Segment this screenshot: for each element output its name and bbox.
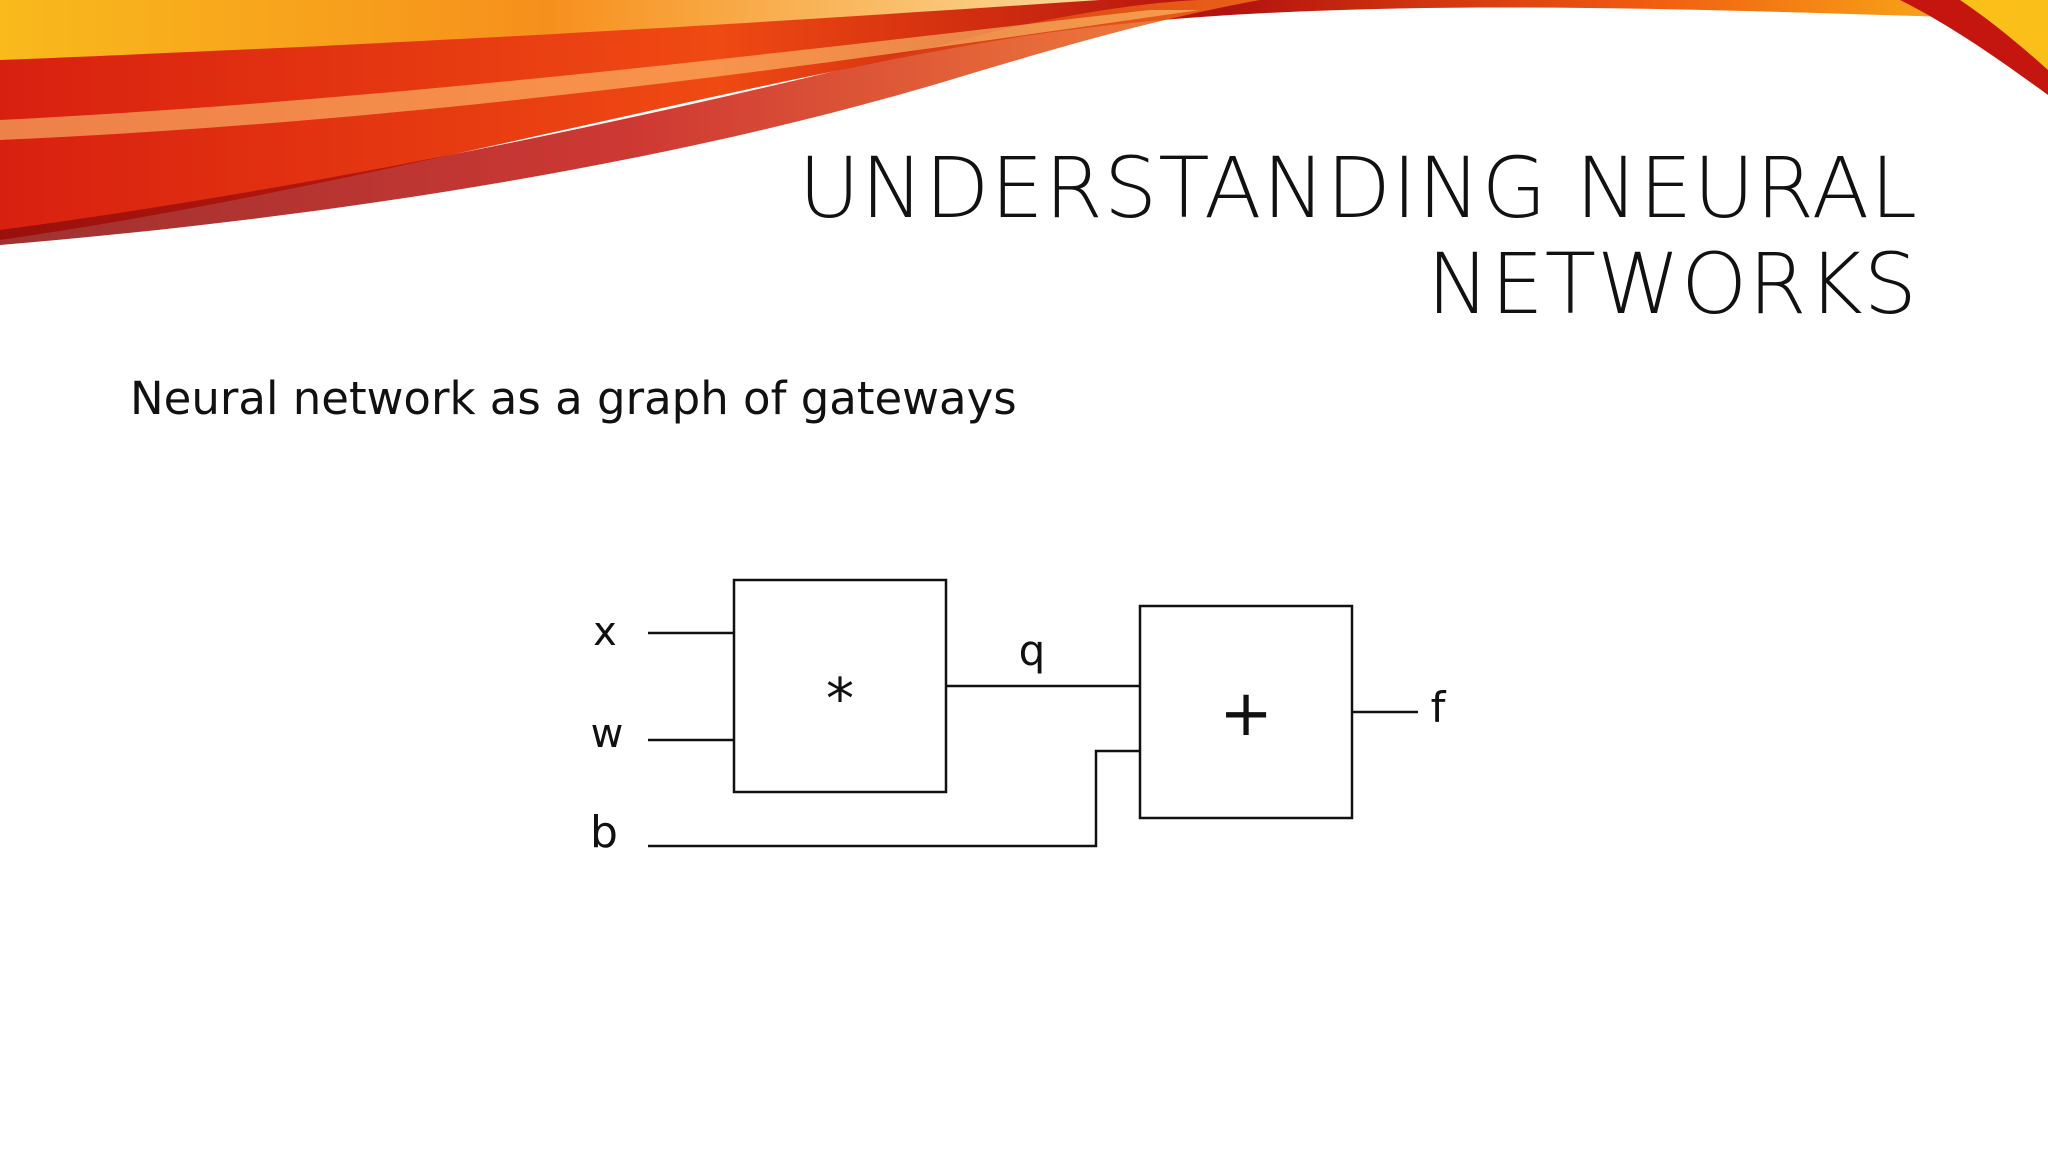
output-f-label: f: [1431, 683, 1447, 732]
swoosh-highlight: [0, 10, 1200, 140]
input-b-wire: [648, 749, 1140, 848]
swoosh-band-main: [0, 0, 2048, 240]
slide-title: UNDERSTANDING NEURAL NETWORKS: [518, 140, 1918, 332]
multiply-gate-symbol: *: [826, 667, 854, 732]
input-w-label: w: [591, 711, 624, 757]
title-line-1: UNDERSTANDING NEURAL: [798, 139, 1918, 237]
intermediate-q-label: q: [1019, 626, 1046, 675]
swoosh-right-tip-light: [1960, 0, 2048, 70]
swoosh-band-dark: [0, 0, 1260, 245]
input-x-label: x: [593, 609, 617, 655]
decorative-swoosh: [0, 0, 2048, 245]
input-b-label: b: [590, 807, 618, 858]
title-line-2: NETWORKS: [1426, 235, 1918, 333]
swoosh-band-yellow: [0, 0, 1100, 60]
slide-subtitle: Neural network as a graph of gateways: [130, 372, 1017, 425]
add-gate-symbol: +: [1219, 677, 1273, 751]
